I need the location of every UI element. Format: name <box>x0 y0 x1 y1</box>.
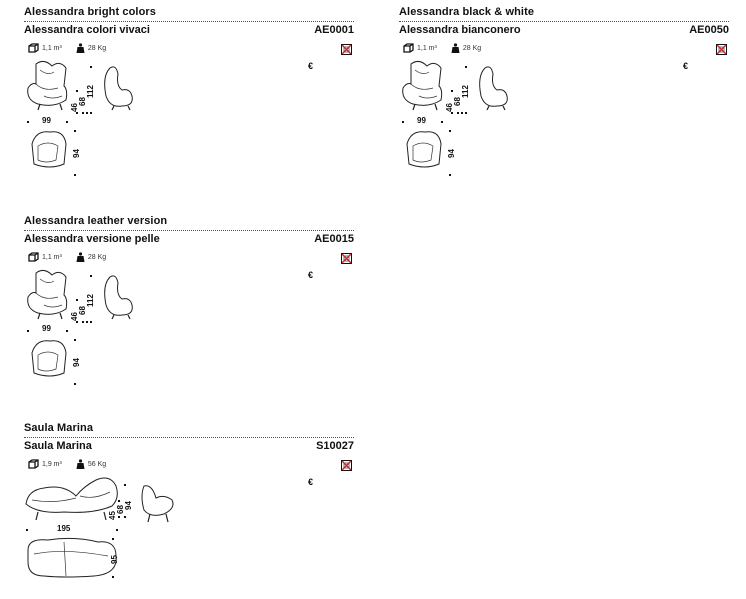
cube-icon <box>403 43 414 53</box>
dim-depth: 95 <box>110 555 119 564</box>
product-title: Alessandra leather version <box>24 215 168 227</box>
armchair-drawings <box>27 60 133 176</box>
weight-icon <box>76 252 85 262</box>
dim-arm: 68 <box>453 97 462 106</box>
divider <box>24 230 354 231</box>
product-meta: 1,9 m³ 56 Kg <box>28 459 106 469</box>
volume-value: 1,1 m³ <box>42 44 62 52</box>
product-s10027: Saula Marina Saula Marina S10027 1,9 m³ … <box>24 422 354 597</box>
dim-height: 94 <box>124 501 133 510</box>
divider <box>24 21 354 22</box>
product-subtitle: Alessandra versione pelle <box>24 233 160 245</box>
product-meta: 1,1 m³ 28 Kg <box>28 252 106 262</box>
cube-icon <box>28 252 39 262</box>
price-symbol: € <box>308 270 314 280</box>
dim-height: 112 <box>86 294 95 307</box>
weight-value: 28 Kg <box>87 44 107 52</box>
cube-icon <box>28 43 39 53</box>
armchair-drawings <box>27 269 133 385</box>
price-symbol: € <box>308 61 314 71</box>
product-ae0001: Alessandra bright colors Alessandra colo… <box>24 6 354 196</box>
dim-depth: 94 <box>72 149 81 158</box>
product-subtitle: Saula Marina <box>24 440 92 452</box>
product-title: Alessandra black & white <box>399 6 535 18</box>
product-code: AE0001 <box>314 24 354 36</box>
price-symbol: € <box>683 61 689 71</box>
dim-arm: 68 <box>78 306 87 315</box>
product-meta: 1,1 m³ 28 Kg <box>28 43 106 53</box>
divider <box>24 437 354 438</box>
weight-icon <box>76 459 85 469</box>
product-subtitle: Alessandra bianconero <box>399 24 521 36</box>
dim-height: 112 <box>86 85 95 98</box>
volume-value: 1,9 m³ <box>42 460 62 468</box>
product-ae0050: Alessandra black & white Alessandra bian… <box>399 6 729 196</box>
dim-width: 195 <box>57 524 71 533</box>
product-code: AE0015 <box>314 233 354 245</box>
dim-width: 99 <box>417 116 426 125</box>
product-title: Saula Marina <box>24 422 94 434</box>
dim-width: 99 <box>42 324 51 333</box>
no-stack-icon <box>716 44 727 55</box>
product-code: AE0050 <box>689 24 729 36</box>
weight-value: 28 Kg <box>462 44 482 52</box>
price-symbol: € <box>308 477 314 487</box>
cube-icon <box>28 459 39 469</box>
dim-arm: 68 <box>78 97 87 106</box>
dim-depth: 94 <box>72 358 81 367</box>
divider <box>399 21 729 22</box>
dim-depth: 94 <box>447 149 456 158</box>
volume-value: 1,1 m³ <box>42 253 62 261</box>
no-stack-icon <box>341 460 352 471</box>
no-stack-icon <box>341 253 352 264</box>
weight-value: 56 Kg <box>87 460 107 468</box>
no-stack-icon <box>341 44 352 55</box>
product-title: Alessandra bright colors <box>24 6 156 18</box>
sofa-drawings <box>25 477 174 578</box>
weight-value: 28 Kg <box>87 253 107 261</box>
product-subtitle: Alessandra colori vivaci <box>24 24 150 36</box>
weight-icon <box>451 43 460 53</box>
product-ae0015: Alessandra leather version Alessandra ve… <box>24 215 354 405</box>
product-meta: 1,1 m³ 28 Kg <box>403 43 481 53</box>
volume-value: 1,1 m³ <box>417 44 437 52</box>
weight-icon <box>76 43 85 53</box>
dim-height: 112 <box>461 85 470 98</box>
dim-width: 99 <box>42 116 51 125</box>
armchair-drawings <box>402 60 508 176</box>
product-code: S10027 <box>316 440 354 452</box>
